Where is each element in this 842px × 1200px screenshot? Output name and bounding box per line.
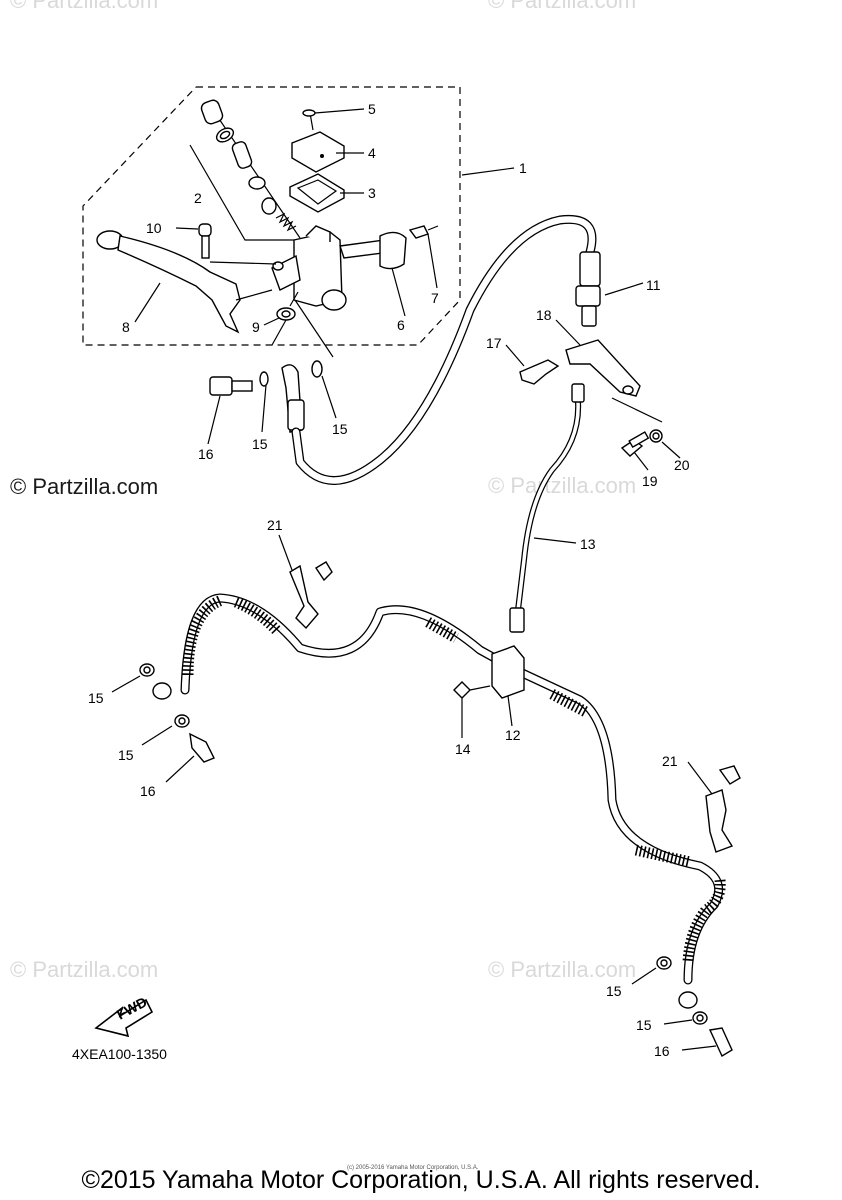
master-cylinder-body xyxy=(271,225,392,311)
callout-3: 3 xyxy=(368,185,376,201)
callout-11: 11 xyxy=(646,277,661,293)
callout-2: 2 xyxy=(194,190,202,206)
callout-8: 8 xyxy=(122,319,130,335)
left-banjo-fitting xyxy=(111,663,215,783)
pivot-bolt-10 xyxy=(175,223,277,265)
callout-7: 7 xyxy=(431,290,439,306)
callout-18: 18 xyxy=(536,307,552,323)
watermark-bottom-right: © Partzilla.com xyxy=(488,957,636,982)
clamp-6 xyxy=(379,231,407,317)
watermark-top-right: © Partzilla.com xyxy=(488,0,636,13)
piston-kit-parts xyxy=(200,99,301,239)
reservoir-cap-4 xyxy=(291,131,364,173)
bracket-21-left xyxy=(278,534,333,630)
callout-15-upper-b: 15 xyxy=(332,421,348,437)
washer-20 xyxy=(649,429,681,459)
callout-1: 1 xyxy=(519,160,527,176)
watermark-top-left: © Partzilla.com xyxy=(10,0,158,13)
bolt-7 xyxy=(408,225,439,289)
fine-print: (c) 2005-2016 Yamaha Motor Corporation, … xyxy=(347,1165,479,1171)
callout-19: 19 xyxy=(642,473,658,489)
callout-16-right: 16 xyxy=(654,1043,670,1059)
watermark-brand: © Partzilla.com xyxy=(10,474,158,499)
callout-15-left-top: 15 xyxy=(88,690,104,706)
callout-9: 9 xyxy=(252,319,260,335)
callout-12: 12 xyxy=(505,727,521,743)
diaphragm-3 xyxy=(289,173,364,213)
callout-6: 6 xyxy=(397,317,405,333)
callout-21-right: 21 xyxy=(662,753,678,769)
brake-lever-8 xyxy=(96,230,273,334)
boundary-lines-2 xyxy=(189,144,297,241)
screw-5 xyxy=(302,108,365,131)
lower-brake-hose xyxy=(180,593,726,985)
bolt-19 xyxy=(620,431,650,471)
bracket-21-right xyxy=(687,761,741,853)
upper-brake-hose xyxy=(291,214,597,485)
callout-10: 10 xyxy=(146,220,162,236)
bracket-18 xyxy=(555,319,663,423)
callout-15-right-top: 15 xyxy=(606,983,622,999)
watermark-bottom-left: © Partzilla.com xyxy=(10,957,158,982)
hose-fitting-11 xyxy=(575,251,644,327)
copyright-notice: ©2015 Yamaha Motor Corporation, U.S.A. A… xyxy=(82,1166,761,1194)
callout-15-right-bottom: 15 xyxy=(636,1017,652,1033)
diagram-code: 4XEA100-1350 xyxy=(72,1046,167,1062)
bracket-17 xyxy=(505,344,560,385)
bolt-14 xyxy=(453,681,491,738)
callout-16-upper: 16 xyxy=(198,446,214,462)
callout-21-left: 21 xyxy=(267,517,283,533)
master-cylinder-assembly-outline xyxy=(82,86,461,346)
callout-16-left: 16 xyxy=(140,783,156,799)
nut-9 xyxy=(263,291,299,326)
callout-15-upper-a: 15 xyxy=(252,436,268,452)
hose-union-12 xyxy=(491,645,525,727)
callout-15-left-bottom: 15 xyxy=(118,747,134,763)
callout-17: 17 xyxy=(486,335,502,351)
forward-arrow-icon: FWD xyxy=(94,994,154,1038)
brake-pipe-13 xyxy=(509,383,585,633)
callout-4: 4 xyxy=(368,145,376,161)
callout-20: 20 xyxy=(674,457,690,473)
watermark-mid-right: © Partzilla.com xyxy=(488,473,636,498)
right-banjo-fitting xyxy=(631,956,733,1058)
callout-13: 13 xyxy=(580,536,596,552)
callout-14: 14 xyxy=(455,741,471,757)
callout-5: 5 xyxy=(368,101,376,117)
